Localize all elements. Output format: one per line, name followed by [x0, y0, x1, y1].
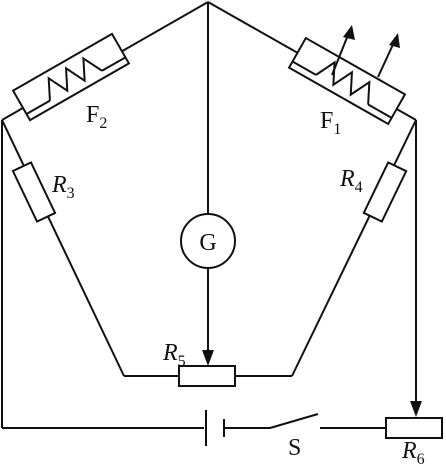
thermistor-f2: [11, 32, 131, 122]
label-r4: R4: [339, 166, 363, 196]
label-f2: F2: [86, 102, 107, 132]
photoresistor-f1: [287, 36, 407, 126]
label-switch: S: [288, 435, 301, 461]
label-f1: F1: [320, 108, 341, 138]
r5-slider-arrow-icon: [202, 350, 214, 366]
label-galvanometer: G: [199, 230, 216, 256]
resistor-r6: [385, 417, 443, 439]
battery: [205, 410, 225, 446]
resistor-r5: [178, 365, 236, 387]
label-r5: R5: [162, 340, 186, 370]
resistor-r3: [11, 161, 57, 223]
light-arrow-icon: [331, 25, 400, 78]
switch: [269, 413, 319, 429]
label-r3: R3: [51, 172, 75, 202]
resistor-r4: [362, 161, 408, 223]
wire-right-bridge: [291, 119, 417, 377]
wire-left-bridge: [1, 119, 125, 377]
r6-slider-arrow-icon: [410, 401, 422, 417]
label-r6: R6: [401, 438, 425, 468]
